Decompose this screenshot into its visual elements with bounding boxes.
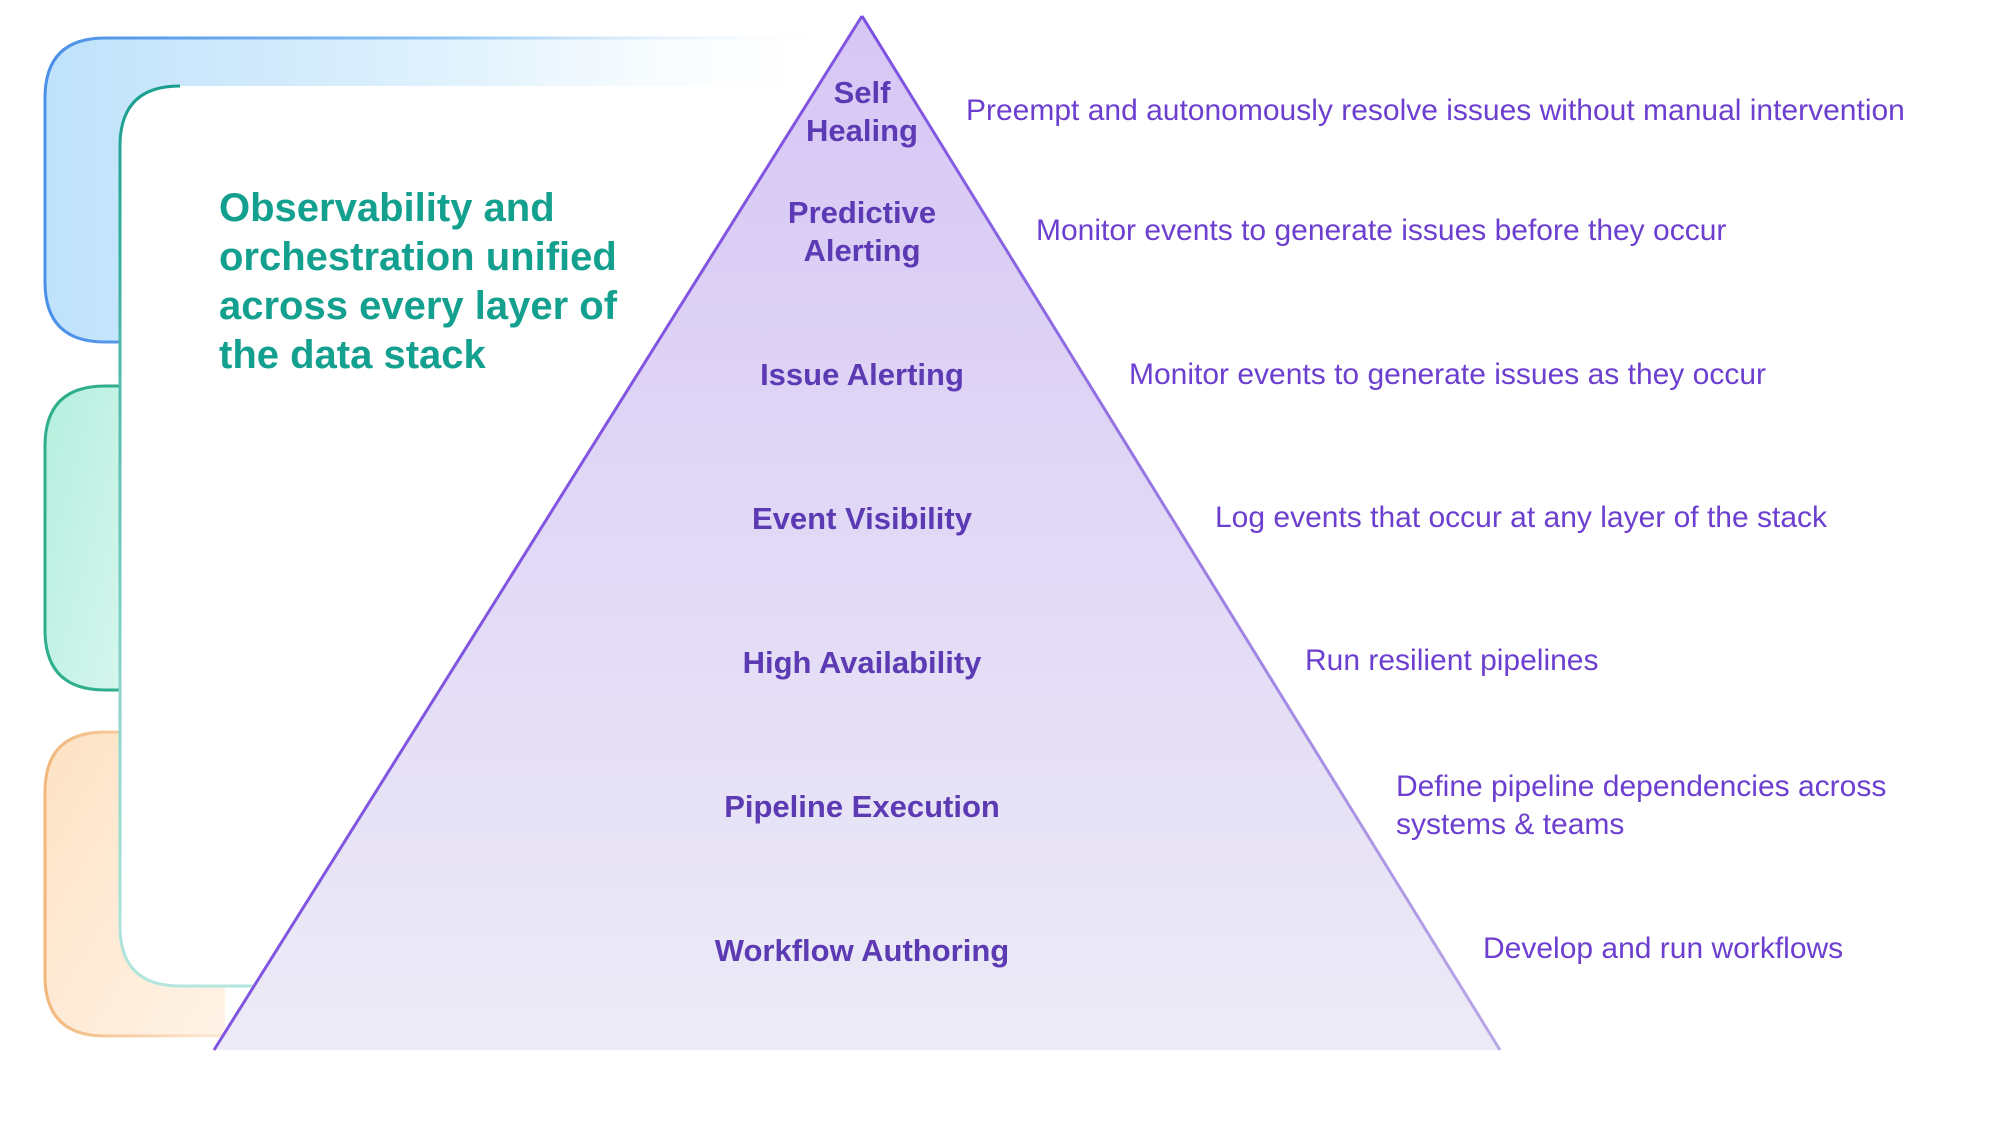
frame-white-card <box>120 86 820 986</box>
frame-blue-edge <box>43 36 850 344</box>
headline-line: across every layer of <box>219 284 618 328</box>
headline: Observability and orchestration unified … <box>219 184 689 380</box>
pyramid <box>212 15 1999 1051</box>
tier-description-high-availability: Run resilient pipelines <box>1305 644 1599 677</box>
tier-description-self-healing: Preempt and autonomously resolve issues … <box>966 94 1905 127</box>
frame-orange-edge <box>43 730 225 1038</box>
headline-line: orchestration unified <box>219 235 617 279</box>
tier-label-self-healing: Self Healing <box>806 75 918 148</box>
tier-label-workflow-authoring: Workflow Authoring <box>714 933 1010 968</box>
tier-label-predictive-alerting: Predictive Alerting <box>787 195 937 268</box>
tier-description-pipeline-execution: Define pipeline dependencies across syst… <box>1396 770 1887 841</box>
tier-description-issue-alerting: Monitor events to generate issues as the… <box>1129 358 1767 391</box>
pyramid-right-edge <box>860 15 1502 1051</box>
headline-line: Observability and <box>219 186 555 230</box>
tier-label-event-visibility: Event Visibility <box>752 501 972 536</box>
tier-description-event-visibility: Log events that occur at any layer of th… <box>1215 501 1828 534</box>
tier-description-predictive-alerting: Monitor events to generate issues before… <box>1036 214 1727 247</box>
tier-label-issue-alerting: Issue Alerting <box>760 357 964 392</box>
frame-green <box>43 384 127 692</box>
pyramid-left-edge <box>212 15 864 1051</box>
headline-line: the data stack <box>219 333 486 377</box>
frame-teal-left-edge <box>118 84 272 988</box>
pyramid-body <box>214 16 1500 1050</box>
background-frames <box>43 36 850 1038</box>
tier-description-workflow-authoring: Develop and run workflows <box>1483 932 1844 965</box>
tier-label-high-availability: High Availability <box>742 645 982 680</box>
tier-label-pipeline-execution: Pipeline Execution <box>724 789 1000 824</box>
